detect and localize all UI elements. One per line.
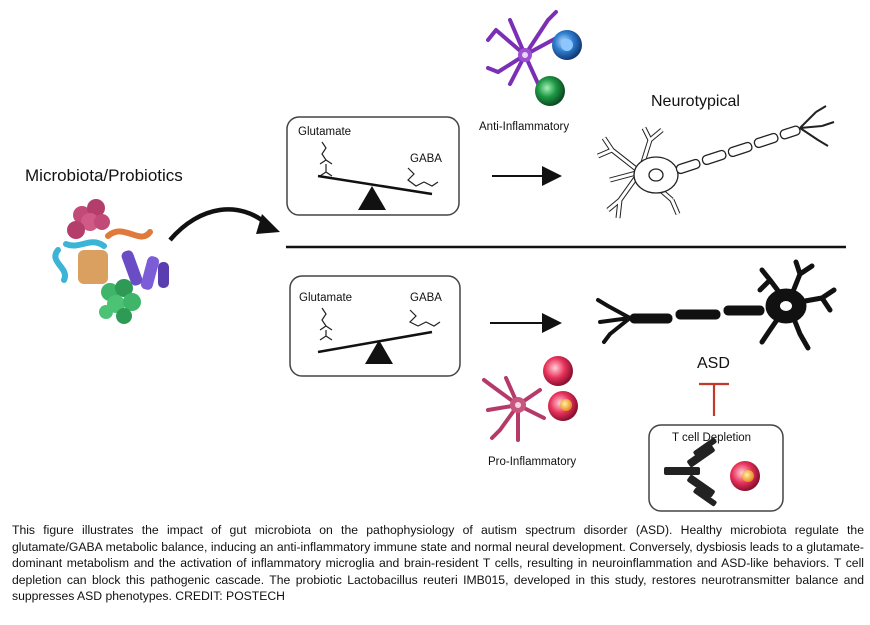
gaba-structure-icon <box>408 309 441 327</box>
top-glutamate-label: Glutamate <box>298 126 351 138</box>
top-gaba-label: GABA <box>410 153 442 165</box>
green-immune-cell-icon <box>535 76 565 106</box>
anti-inflammatory-label: Anti-Inflammatory <box>479 121 569 133</box>
source-label: Microbiota/Probiotics <box>25 166 183 185</box>
neurotypical-neuron-icon <box>597 105 835 219</box>
curved-arrow <box>168 207 270 242</box>
pro-inflammatory-microglia-icon <box>482 376 546 442</box>
neurotypical-label: Neurotypical <box>651 93 740 110</box>
t-cell-nucleus <box>742 470 754 482</box>
glutamate-structure-icon <box>319 307 333 341</box>
t-cell-depletion-label: T cell Depletion <box>672 432 751 444</box>
antibody-icon <box>664 437 717 507</box>
blue-cell-nucleus <box>561 39 573 51</box>
gaba-structure-icon <box>407 167 439 187</box>
figure: Microbiota/Probiotics Glutamate GABA <box>25 10 846 512</box>
red-immune-cell-icon <box>543 356 573 386</box>
bacteria-purple-rods <box>121 250 169 290</box>
bottom-glutamate-label: Glutamate <box>299 292 352 304</box>
bacteria-pink-cluster <box>67 199 110 239</box>
pro-inflammatory-label: Pro-Inflammatory <box>488 456 576 468</box>
microbiota-illustration <box>52 199 169 324</box>
curved-arrowhead <box>256 214 280 234</box>
anti-inflammatory-microglia-icon <box>486 10 562 90</box>
figure-caption: This figure illustrates the impact of gu… <box>12 523 864 604</box>
asd-neuron-icon <box>596 259 837 351</box>
bottom-seesaw-beam <box>317 330 433 354</box>
bacteria-green-cluster <box>99 279 141 324</box>
bottom-gaba-label: GABA <box>410 292 442 304</box>
top-balance-box: Glutamate GABA <box>286 116 460 216</box>
t-cell-depletion-box: T cell Depletion <box>648 424 784 512</box>
glutamate-structure-icon <box>319 141 333 177</box>
top-seesaw-fulcrum <box>358 186 386 210</box>
bottom-seesaw-fulcrum <box>365 340 393 364</box>
asd-label: ASD <box>697 355 730 372</box>
top-seesaw-beam <box>317 174 433 196</box>
cell-nucleus-icon <box>560 399 572 411</box>
bottom-balance-box: Glutamate GABA <box>289 275 461 377</box>
inhibition-symbol <box>699 382 729 416</box>
